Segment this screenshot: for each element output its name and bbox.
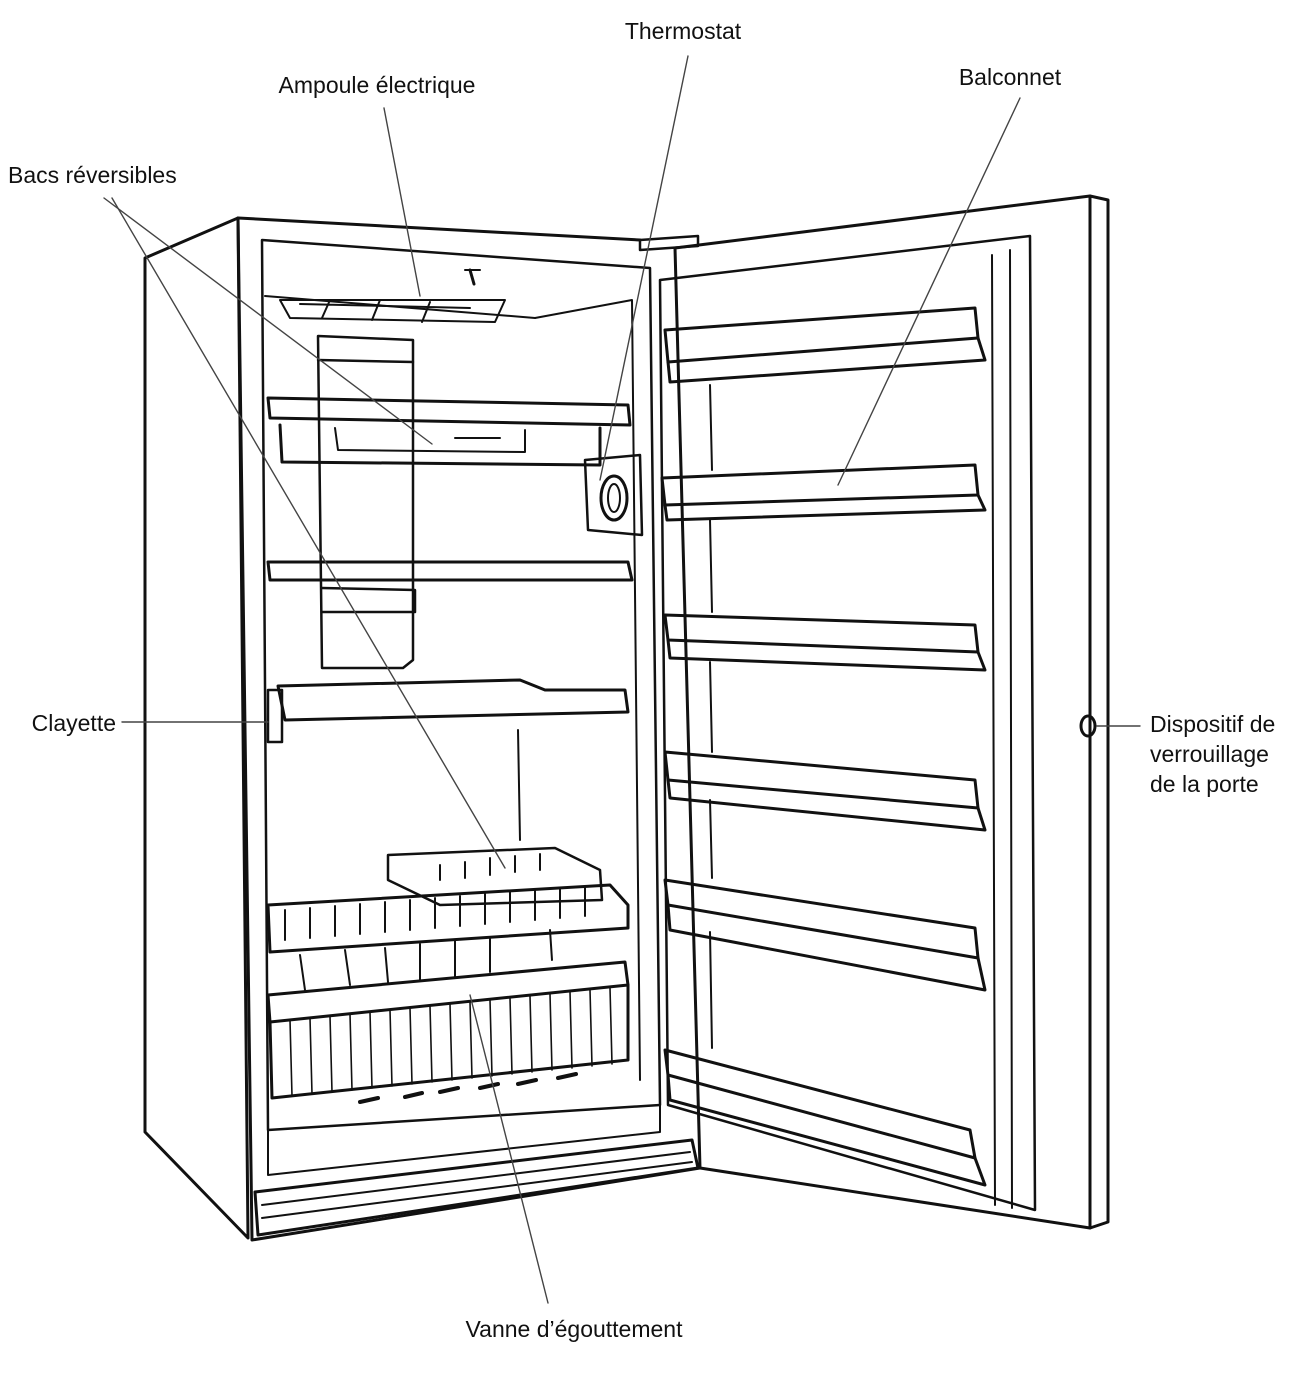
leader-door-shelf: [837, 97, 1021, 486]
label-door-lock-line-1: Dispositif de: [1150, 711, 1276, 737]
label-thermostat: Thermostat: [624, 18, 742, 44]
interior-shelves: [266, 396, 634, 841]
leader-bins-1: [103, 197, 433, 445]
label-door-lock-line-3: de la porte: [1150, 771, 1259, 797]
cabinet-body: [143, 216, 702, 1242]
label-reversible-bins: Bacs réversibles: [8, 162, 177, 188]
thermostat-box: [583, 453, 644, 537]
leader-light-bulb: [383, 107, 421, 297]
label-shelf: Clayette: [31, 710, 116, 736]
bottom-grille: [266, 960, 630, 1104]
door-shelves: [660, 306, 987, 1187]
back-duct: [316, 334, 417, 670]
leader-drain-valve: [469, 994, 549, 1304]
label-door-lock-line-2: verrouillage: [1150, 741, 1269, 767]
leader-thermostat: [599, 55, 689, 481]
label-drain-valve: Vanne d’égouttement: [465, 1316, 683, 1342]
leader-bins-2: [111, 197, 506, 869]
label-light-bulb: Ampoule électrique: [278, 72, 476, 98]
label-door-lock: Dispositif de verrouillage de la porte: [1150, 709, 1275, 799]
label-door-shelf: Balconnet: [958, 64, 1062, 90]
light-fixture: [279, 268, 506, 323]
wire-basket: [266, 846, 630, 991]
leader-lines: [103, 55, 1141, 1304]
door: [638, 194, 1110, 1230]
